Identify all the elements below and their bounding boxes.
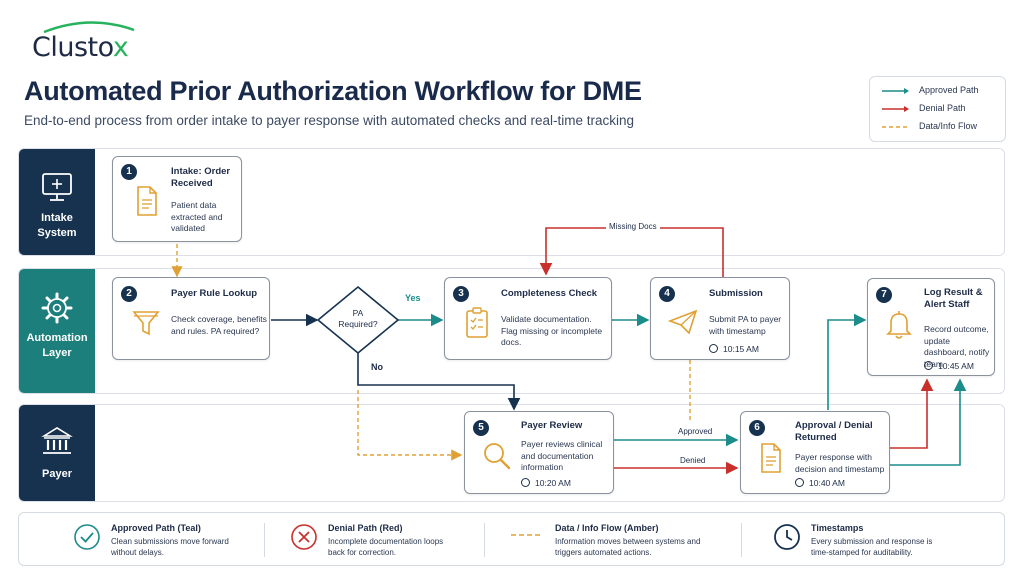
step-1-card[interactable]: 1 Intake: Order Received Patient data ex…	[112, 156, 242, 242]
footer-data-desc: Information moves between systems and tr…	[555, 537, 701, 557]
clock-icon	[774, 524, 800, 550]
legend-data: Data/Info Flow	[882, 121, 977, 131]
step-4-number: 4	[659, 286, 675, 302]
step-1-desc: Patient data extracted and validated	[171, 200, 223, 233]
red-arrow-icon	[882, 105, 909, 112]
lane-label-automation: Automation Layer	[26, 332, 88, 359]
step-7-number: 7	[876, 287, 892, 303]
step-3-number: 3	[453, 286, 469, 302]
filter-icon	[132, 311, 160, 336]
bell-icon	[886, 311, 912, 339]
footer-denial-desc: Incomplete documentation loops back for …	[328, 537, 444, 557]
lane-label-intake: Intake System	[37, 212, 77, 239]
approved-flow-label: Approved	[678, 427, 713, 436]
lane-label-payer: Payer	[42, 468, 72, 480]
step-5-time: 10:20 AM	[521, 478, 571, 488]
bank-icon	[41, 427, 73, 454]
step-7-time: 10:45 AM	[924, 361, 974, 371]
decision-no-label: No	[371, 362, 383, 372]
page-subtitle: End-to-end process from order intake to …	[24, 113, 635, 128]
flow-missing-docs	[539, 227, 724, 278]
step-1-title: Intake: Order Received	[171, 166, 231, 189]
footer-divider	[741, 523, 742, 557]
document-icon	[761, 443, 781, 473]
x-circle-icon	[291, 524, 317, 550]
gear-icon	[41, 292, 73, 324]
logo-swoosh	[43, 21, 135, 34]
amber-dashed-icon	[882, 125, 909, 128]
teal-arrow-icon	[882, 87, 909, 94]
footer-denial-title: Denial Path (Red)	[328, 523, 403, 533]
clusto-logo: Clustox	[30, 18, 150, 68]
step-6-title: Approval / Denial Returned	[795, 420, 873, 443]
footer-timestamps-desc: Every submission and response is time-st…	[811, 537, 933, 557]
logo-text: Clusto	[32, 32, 113, 63]
flow-amber-to-5	[357, 390, 463, 461]
dashed-line-icon	[511, 534, 543, 536]
page-title: Automated Prior Authorization Workflow f…	[24, 76, 642, 106]
step-7-title: Log Result & Alert Staff	[924, 287, 983, 310]
decision-diamond	[316, 285, 400, 355]
legend: Approved Path Denial Path Data/Info Flow	[869, 76, 1006, 142]
decision-yes-label: Yes	[405, 293, 421, 303]
step-1-number: 1	[121, 164, 137, 180]
step-3-card[interactable]: 3 Completeness Check Validate documentat…	[444, 277, 612, 360]
legend-data-label: Data/Info Flow	[919, 121, 978, 131]
step-5-desc: Payer reviews clinical and documentation…	[521, 439, 603, 472]
legend-approved-label: Approved Path	[919, 85, 979, 95]
step-2-title: Payer Rule Lookup	[171, 288, 258, 299]
step-3-title: Completeness Check	[501, 288, 598, 299]
step-5-title: Payer Review	[521, 420, 583, 431]
missing-docs-label: Missing Docs	[606, 222, 660, 231]
legend-denial-label: Denial Path	[919, 103, 966, 113]
monitor-icon	[42, 173, 72, 201]
step-4-card[interactable]: 4 Submission Submit PA to payer with tim…	[650, 277, 790, 360]
footer-legend: Approved Path (Teal) Clean submissions m…	[18, 512, 1005, 566]
lane-head-intake: Intake System	[19, 149, 95, 255]
flow-decision-no	[357, 353, 521, 411]
footer-approved-desc: Clean submissions move forward without d…	[111, 537, 229, 557]
step-2-desc: Check coverage, benefits and rules. PA r…	[171, 314, 267, 336]
step-6-card[interactable]: 6 Approval / Denial Returned Payer respo…	[740, 411, 890, 494]
lane-head-automation: Automation Layer	[19, 269, 95, 393]
flow-6-to-7-denied	[890, 378, 934, 449]
step-2-number: 2	[121, 286, 137, 302]
step-7-card[interactable]: 7 Log Result & Alert Staff Record outcom…	[867, 278, 995, 376]
footer-timestamps-title: Timestamps	[811, 523, 864, 533]
step-2-card[interactable]: 2 Payer Rule Lookup Check coverage, bene…	[112, 277, 270, 360]
document-icon	[137, 186, 157, 216]
step-6-desc: Payer response with decision and timesta…	[795, 452, 885, 474]
footer-data-title: Data / Info Flow (Amber)	[555, 523, 659, 533]
denied-flow-label: Denied	[680, 456, 706, 465]
step-4-time: 10:15 AM	[709, 344, 759, 354]
legend-approved: Approved Path	[882, 85, 979, 95]
step-4-title: Submission	[709, 288, 763, 299]
decision-label: PA Required?	[338, 308, 378, 329]
step-4-desc: Submit PA to payer with timestamp	[709, 314, 782, 336]
step-5-card[interactable]: 5 Payer Review Payer reviews clinical an…	[464, 411, 614, 494]
footer-divider	[264, 523, 265, 557]
step-3-desc: Validate documentation. Flag missing or …	[501, 314, 603, 347]
flow-6-to-7-teal	[890, 378, 967, 466]
step-6-time: 10:40 AM	[795, 478, 845, 488]
clipboard-icon	[466, 307, 488, 338]
flow-6-to-7-approved	[827, 313, 867, 410]
lane-head-payer: Payer	[19, 405, 95, 501]
footer-approved-title: Approved Path (Teal)	[111, 523, 201, 533]
footer-divider	[484, 523, 485, 557]
search-icon	[484, 443, 511, 470]
legend-denial: Denial Path	[882, 103, 966, 113]
step-6-number: 6	[749, 420, 765, 436]
step-5-number: 5	[473, 420, 489, 436]
send-icon	[667, 309, 698, 335]
check-circle-icon	[74, 524, 100, 550]
logo-accent: x	[112, 32, 129, 63]
